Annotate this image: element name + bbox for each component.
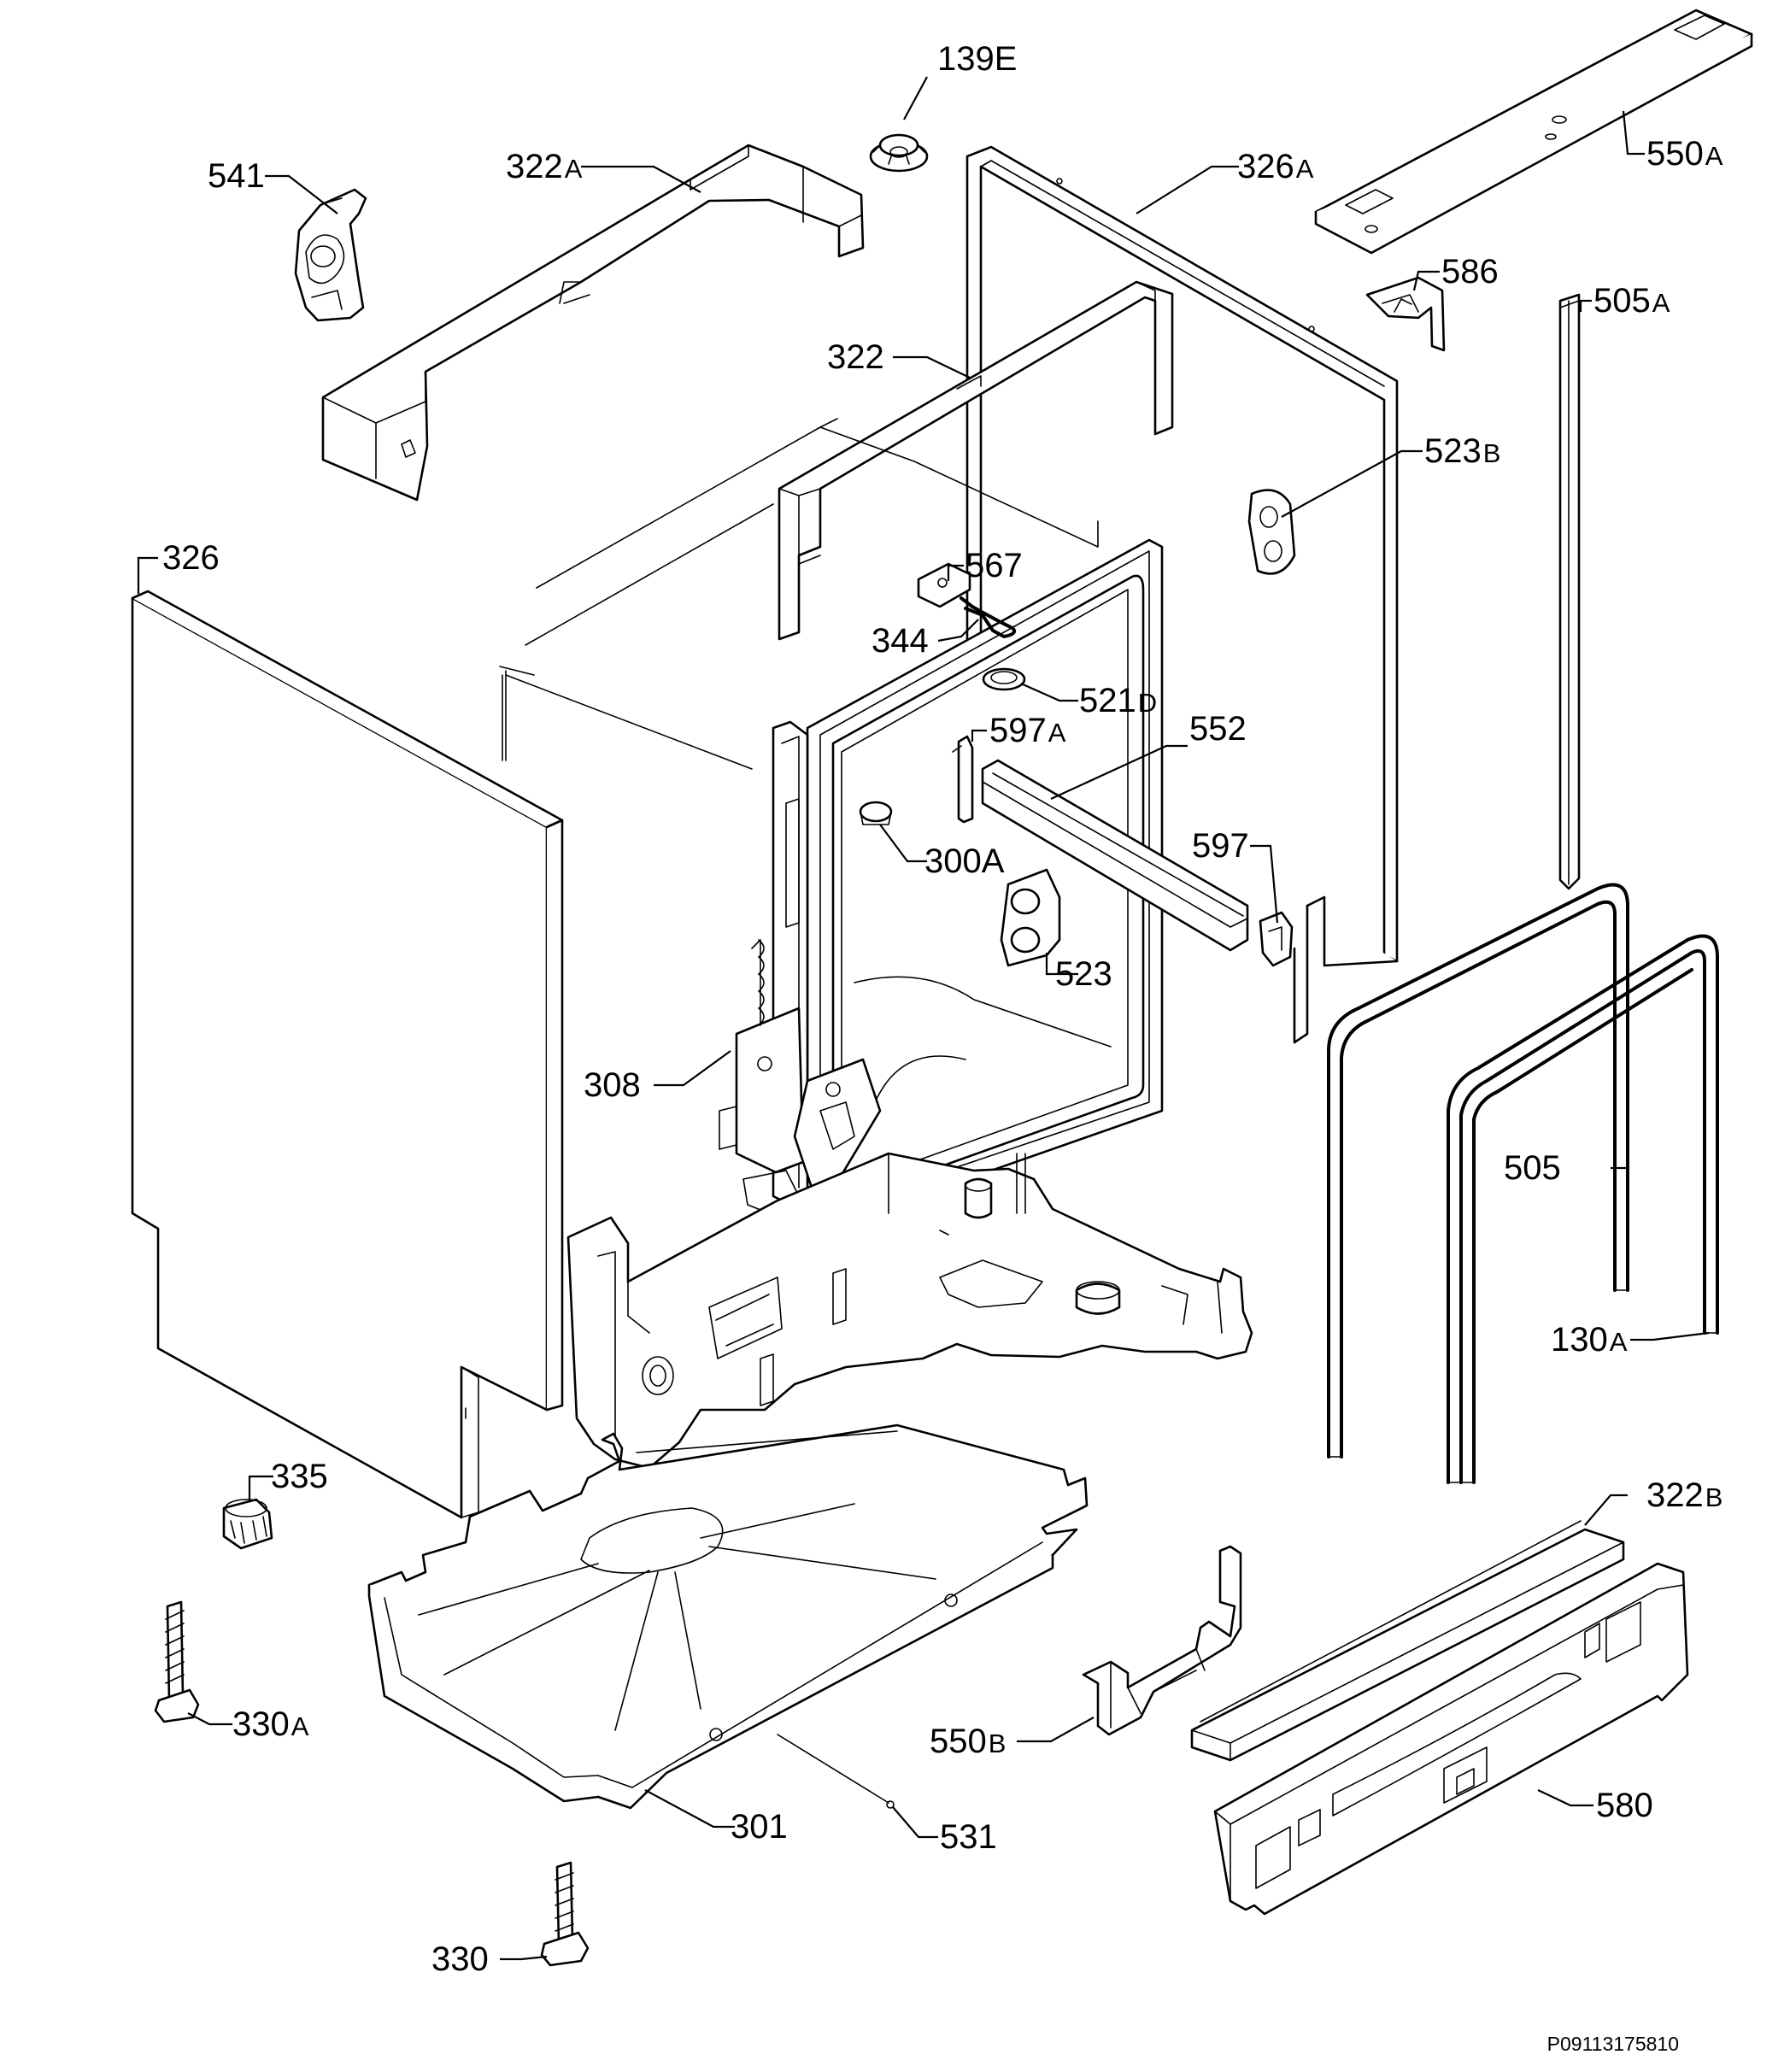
callout-330: 330 — [431, 1940, 489, 1978]
part-301-base-tray — [367, 1423, 1089, 1810]
callout-326a: 326A — [1237, 148, 1314, 185]
leader-lines — [137, 76, 1710, 1961]
part-300a-nut — [859, 801, 893, 825]
callout-505a: 505A — [1593, 282, 1670, 320]
part-505a-strip — [1558, 293, 1581, 890]
part-330-screw — [540, 1861, 590, 1967]
callout-330a: 330A — [232, 1705, 309, 1743]
callout-301: 301 — [731, 1808, 788, 1846]
part-330a-screw — [154, 1600, 200, 1723]
callout-586: 586 — [1441, 253, 1499, 291]
callout-541: 541 — [208, 157, 265, 195]
callout-523b: 523B — [1424, 432, 1500, 470]
part-505-door-seal — [1327, 883, 1629, 1459]
callout-300a: 300A — [924, 842, 1005, 880]
part-335-nut — [222, 1498, 273, 1550]
part-597-clip — [1259, 911, 1294, 967]
part-344-spring — [960, 596, 1016, 638]
part-322b-bottom-rail — [1190, 1520, 1625, 1762]
callout-580: 580 — [1596, 1787, 1653, 1824]
callout-322: 322 — [827, 338, 884, 376]
part-308-hinge — [719, 939, 882, 1214]
callout-550b: 550B — [930, 1723, 1006, 1760]
callout-550a: 550A — [1646, 135, 1723, 173]
part-322a-top-frame — [321, 144, 865, 502]
part-550b-bracket — [1082, 1545, 1242, 1736]
part-base-frame — [566, 1152, 1253, 1470]
callout-567: 567 — [965, 547, 1023, 584]
part-inner-door-frame — [806, 538, 1164, 1232]
callout-531: 531 — [940, 1818, 997, 1856]
callout-308: 308 — [584, 1066, 641, 1104]
part-552-rail — [981, 759, 1249, 952]
part-586-bracket — [1365, 276, 1446, 352]
part-139e-cap — [869, 133, 929, 173]
part-567-clip — [917, 562, 971, 608]
part-531-rod — [777, 1734, 895, 1809]
callout-326: 326 — [162, 539, 220, 577]
callout-335: 335 — [271, 1458, 328, 1495]
callout-552: 552 — [1189, 710, 1247, 748]
callout-505: 505 — [1504, 1149, 1561, 1187]
callout-597a: 597A — [989, 712, 1066, 749]
part-130a-seal — [1447, 934, 1719, 1484]
part-597a-clip — [952, 735, 974, 824]
callout-344: 344 — [872, 622, 929, 660]
callout-322a: 322A — [506, 148, 583, 185]
callout-322b: 322B — [1646, 1476, 1723, 1514]
part-541-latch — [294, 188, 367, 322]
callout-523: 523 — [1055, 955, 1112, 993]
callout-521d: 521D — [1079, 682, 1157, 719]
part-550a-top-strip — [1314, 9, 1753, 255]
part-580-kick-plate — [1213, 1562, 1689, 1916]
callout-597: 597 — [1192, 827, 1249, 865]
part-326-door-panel — [131, 590, 564, 1519]
callout-labels: 139E 541 322A 326A 550A 586 505A 322 523… — [162, 40, 1723, 1978]
callout-130a: 130A — [1551, 1321, 1628, 1359]
callout-139e: 139E — [937, 40, 1017, 78]
part-523-grommet — [1000, 868, 1061, 967]
reference-code: P09113175810 — [1547, 2033, 1679, 2055]
part-322-inner-frame — [778, 280, 1174, 641]
part-523b-grommet — [1247, 489, 1296, 575]
part-521d-ring — [982, 667, 1026, 691]
